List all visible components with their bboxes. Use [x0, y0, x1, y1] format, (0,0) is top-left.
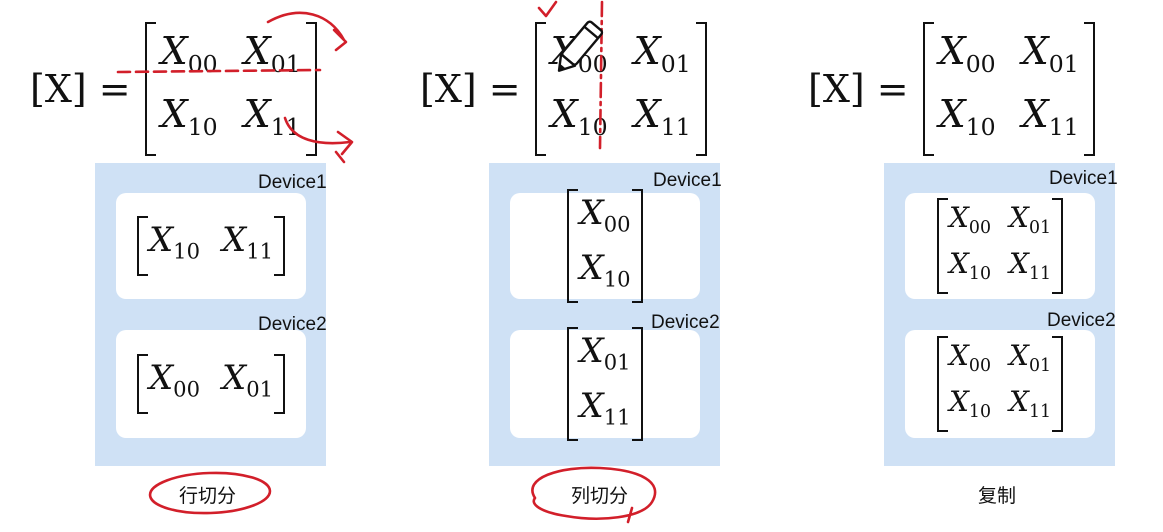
device1-card: X00 X10: [510, 188, 700, 304]
matrix-cell: X10: [579, 248, 631, 292]
matrix-cell: X01: [1021, 29, 1079, 79]
device2-card: X00 X01 X10 X11: [905, 330, 1095, 438]
matrix-cell: X11: [1009, 385, 1052, 423]
device1-label: Device1: [653, 170, 722, 191]
caption-row-split: 行切分: [179, 485, 237, 507]
device2-label: Device2: [651, 312, 720, 333]
device-matrix: X00 X01 X10 X11: [936, 197, 1064, 295]
matrix-cell: X00: [948, 338, 991, 376]
matrix-cell: X00: [948, 200, 991, 238]
matrix-cell: X01: [579, 330, 631, 374]
matrix-cell: X00: [160, 29, 218, 79]
equation-lhs: [X] =: [420, 67, 521, 112]
matrix-cell: X10: [550, 92, 608, 142]
matrix-cell: X11: [579, 386, 631, 430]
full-matrix: X00 X01 X10 X11: [534, 22, 707, 157]
device2-card: X01 X11: [510, 326, 700, 442]
replicate-equation: [X] = X00 X01 X10 X11: [808, 22, 1095, 157]
matrix-cell: X11: [1009, 247, 1052, 285]
matrix-cell: X00: [550, 29, 608, 79]
matrix-cell: X01: [243, 29, 301, 79]
device-matrix: X10 X11: [136, 216, 286, 277]
matrix-cell: X00: [579, 192, 631, 236]
device1-label: Device1: [258, 172, 327, 193]
matrix-cell: X11: [243, 92, 301, 142]
matrix-cell: X01: [633, 29, 691, 79]
device1-card: X00 X01 X10 X11: [905, 193, 1095, 299]
matrix-cell: X11: [633, 92, 691, 142]
matrix-cell: X00: [938, 29, 996, 79]
device2-label: Device2: [1047, 310, 1116, 331]
device-matrix: X01 X11: [567, 326, 643, 442]
matrix-cell: X01: [1009, 338, 1052, 376]
caption-replicate: 复制: [978, 485, 1017, 507]
device2-label: Device2: [258, 314, 327, 335]
col-split-equation: [X] = X00 X01 X10 X11: [420, 22, 707, 157]
matrix-cell: X00: [148, 358, 200, 402]
device2-card: X00 X01: [116, 330, 306, 438]
matrix-cell: X01: [1009, 200, 1052, 238]
equation-lhs: [X] =: [30, 67, 131, 112]
matrix-cell: X10: [160, 92, 218, 142]
device1-label: Device1: [1049, 168, 1118, 189]
equation-lhs: [X] =: [808, 67, 909, 112]
check-mark-icon: [537, 0, 558, 18]
matrix-cell: X10: [148, 220, 200, 264]
matrix-cell: X10: [948, 247, 991, 285]
matrix-cell: X10: [948, 385, 991, 423]
matrix-cell: X01: [222, 358, 274, 402]
device-matrix: X00 X01: [136, 354, 286, 415]
row-split-equation: [X] = X00 X01 X10 X11: [30, 22, 317, 157]
matrix-cell: X10: [938, 92, 996, 142]
device1-card: X10 X11: [116, 193, 306, 299]
matrix-cell: X11: [1021, 92, 1079, 142]
full-matrix: X00 X01 X10 X11: [144, 22, 317, 157]
full-matrix: X00 X01 X10 X11: [922, 22, 1095, 157]
device-matrix: X00 X10: [567, 188, 643, 304]
device-matrix: X00 X01 X10 X11: [936, 335, 1064, 433]
caption-col-split: 列切分: [571, 485, 629, 507]
matrix-cell: X11: [222, 220, 274, 264]
